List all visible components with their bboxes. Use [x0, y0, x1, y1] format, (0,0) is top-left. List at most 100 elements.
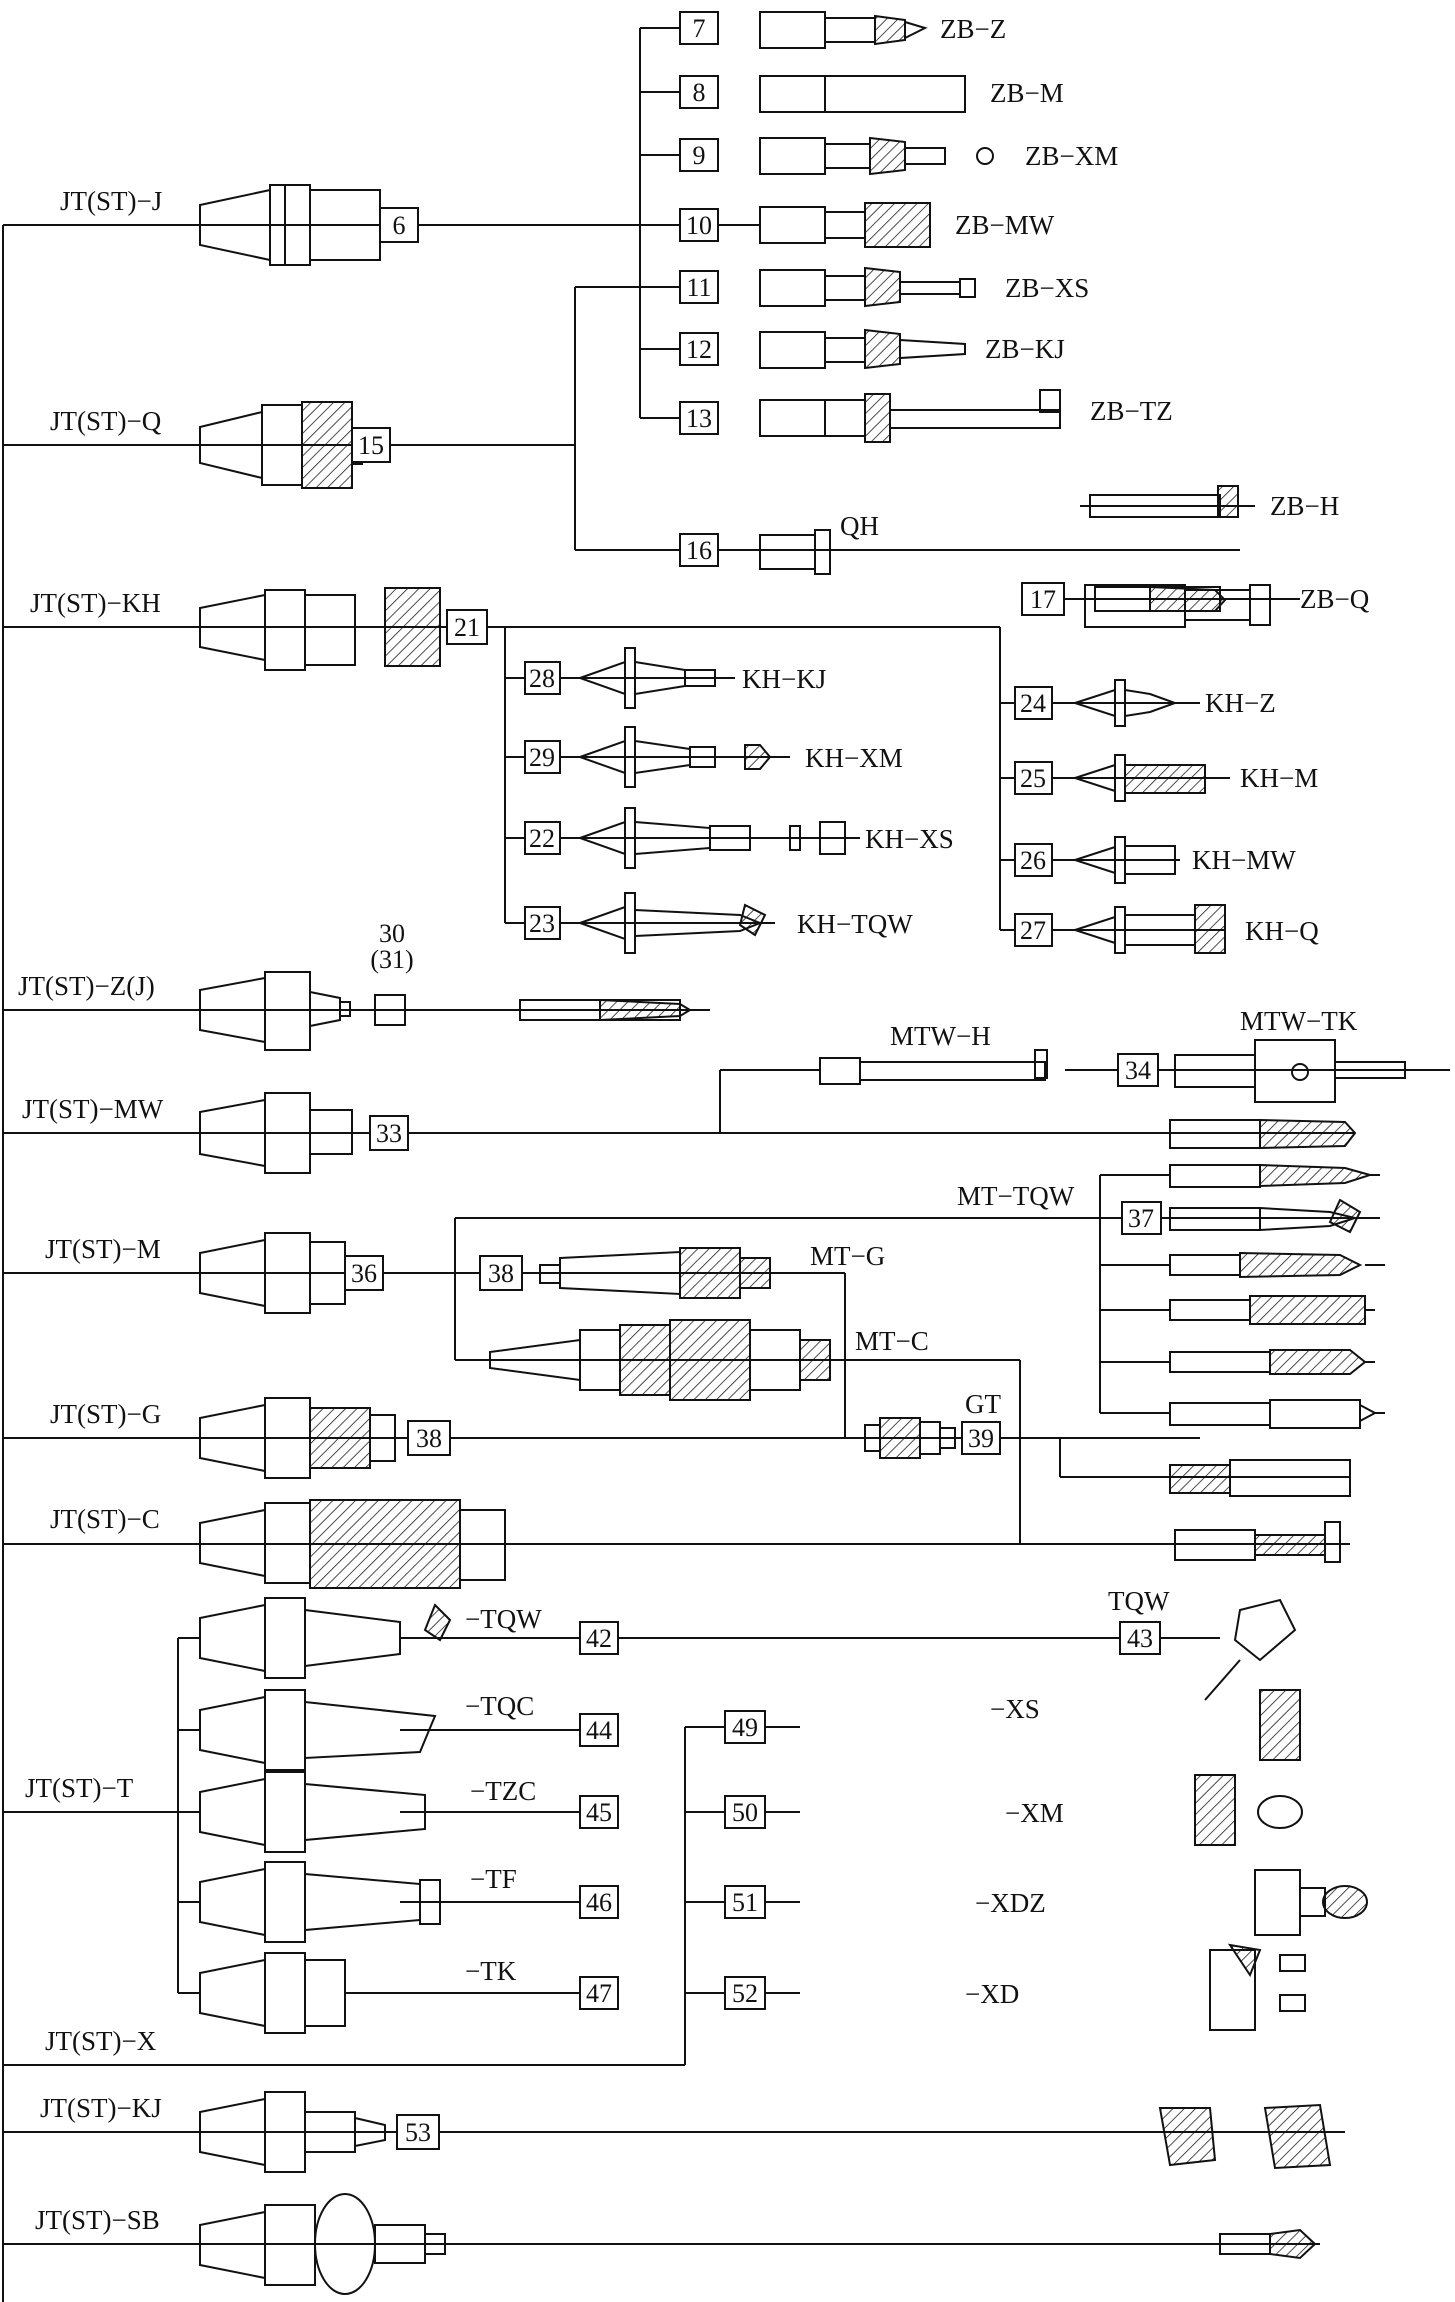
number-label: 36: [351, 1259, 377, 1288]
number-label: 50: [732, 1798, 758, 1827]
label-jt-zj: JT(ST)−Z(J): [18, 971, 155, 1001]
taper-t2: [199, 1689, 437, 1771]
label-x-xdz: −XDZ: [975, 1888, 1046, 1918]
taper-t4: [199, 1861, 441, 1943]
label-jt-kj: JT(ST)−KJ: [40, 2093, 162, 2123]
label-kh-mw: KH−MW: [1192, 845, 1296, 875]
label-mt-tqw: MT−TQW: [957, 1181, 1075, 1211]
label-mt-c: MT−C: [855, 1326, 929, 1356]
label-zb-tz: ZB−TZ: [1090, 396, 1173, 426]
number-label: 52: [732, 1979, 758, 2008]
label-mt-g: MT−G: [810, 1241, 885, 1271]
label-jt-sb: JT(ST)−SB: [35, 2205, 160, 2235]
label-mtw-h: MTW−H: [890, 1021, 991, 1051]
number-label: 17: [1030, 585, 1056, 614]
label-x-xm: −XM: [1005, 1798, 1064, 1828]
number-label: 49: [732, 1713, 758, 1742]
label-zb-xm: ZB−XM: [1025, 141, 1118, 171]
number-label: 46: [586, 1888, 612, 1917]
number-label: 26: [1020, 846, 1046, 875]
label-zb-q: ZB−Q: [1300, 584, 1370, 614]
label-zb-h: ZB−H: [1270, 491, 1339, 521]
number-label: 12: [686, 335, 712, 364]
taper-g: [199, 1397, 396, 1479]
taper-j: [199, 184, 381, 266]
mw-tools: [819, 1039, 1406, 1150]
taper-t1: [199, 1597, 401, 1679]
number-label: 8: [693, 78, 706, 107]
number-label: 25: [1020, 764, 1046, 793]
label-jt-t: JT(ST)−T: [25, 1773, 134, 1803]
label-mtw-tk: MTW−TK: [1240, 1006, 1358, 1036]
number-label: 10: [686, 211, 712, 240]
taper-kj: [199, 2091, 386, 2173]
label-jt-kh: JT(ST)−KH: [30, 588, 161, 618]
number-label: 45: [586, 1798, 612, 1827]
number-label: 33: [376, 1119, 402, 1148]
number-label: 38: [488, 1259, 514, 1288]
shank-tapers: [199, 184, 506, 2295]
t-tools: [423, 1598, 1368, 2031]
zb-tools: [759, 11, 1271, 628]
label-gt: GT: [965, 1389, 1001, 1419]
label-zb-z: ZB−Z: [940, 14, 1006, 44]
number-label: 9: [693, 141, 706, 170]
number-label: 21: [454, 613, 480, 642]
taper-t5: [199, 1952, 440, 2034]
label-kh-tqw: KH−TQW: [797, 909, 913, 939]
labels: JT(ST)−J JT(ST)−Q JT(ST)−KH JT(ST)−Z(J) …: [18, 14, 1370, 2235]
taper-t3: [199, 1771, 426, 1853]
number-label: 13: [686, 404, 712, 433]
taper-c: [199, 1499, 506, 1589]
number-label: 39: [968, 1424, 994, 1453]
label-t-tqw: −TQW: [465, 1604, 542, 1634]
label-x-xd: −XD: [965, 1979, 1019, 2009]
label-jt-x: JT(ST)−X: [45, 2026, 157, 2056]
number-label: 11: [686, 273, 711, 302]
taper-m: [199, 1232, 346, 1314]
number-label: 51: [732, 1888, 758, 1917]
zj-tools: [374, 994, 692, 1026]
kj-sb-tools: [1158, 2103, 1332, 2260]
label-x-xs: −XS: [990, 1694, 1040, 1724]
label-jt-c: JT(ST)−C: [50, 1504, 160, 1534]
number-label: 42: [586, 1624, 612, 1653]
number-label: 22: [529, 824, 555, 853]
label-jt-m: JT(ST)−M: [45, 1234, 161, 1264]
taper-mw: [199, 1092, 353, 1174]
label-kh-z: KH−Z: [1205, 688, 1276, 718]
taper-q: [199, 401, 363, 489]
label-zb-mw: ZB−MW: [955, 210, 1055, 240]
number-label: 28: [529, 664, 555, 693]
number-label: 24: [1020, 689, 1046, 718]
kh-tools: [577, 647, 1226, 954]
label-t-tqc: −TQC: [465, 1691, 534, 1721]
label-kh-kj: KH−KJ: [742, 664, 826, 694]
mt-tools: [489, 1163, 1378, 1429]
taper-kh: [199, 587, 441, 671]
label-jt-g: JT(ST)−G: [50, 1399, 161, 1429]
label-tqw: TQW: [1108, 1586, 1170, 1616]
label-jt-j: JT(ST)−J: [60, 186, 162, 216]
number-label: (31): [370, 945, 413, 974]
gt-tools: [864, 1417, 1351, 1563]
number-label: 29: [529, 743, 555, 772]
number-label: 37: [1128, 1204, 1154, 1233]
number-label: 34: [1125, 1056, 1151, 1085]
taper-sb: [199, 2193, 446, 2295]
label-jt-q: JT(ST)−Q: [50, 406, 162, 436]
number-label: 38: [416, 1424, 442, 1453]
label-t-tzc: −TZC: [470, 1776, 536, 1806]
number-label: 44: [586, 1716, 612, 1745]
taper-zj: [199, 971, 351, 1051]
label-t-tf: −TF: [470, 1864, 517, 1894]
label-zb-m: ZB−M: [990, 78, 1064, 108]
label-kh-xm: KH−XM: [805, 743, 903, 773]
number-label: 30: [379, 919, 405, 948]
label-qh: QH: [840, 511, 879, 541]
number-boxes: [344, 11, 1162, 2150]
number-label: 27: [1020, 916, 1046, 945]
label-t-tk: −TK: [465, 1956, 517, 1986]
